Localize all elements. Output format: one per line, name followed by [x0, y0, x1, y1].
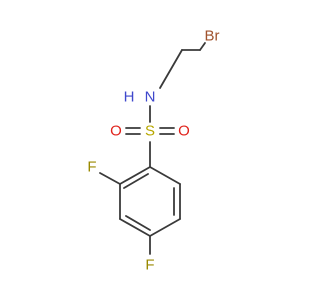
- oxygen-right-label: O: [178, 123, 190, 140]
- ring-bond-1-2: [119, 166, 151, 185]
- ring-bond-4-5: [149, 218, 181, 237]
- molecule-structure-diagram: Br H N S O O F F: [87, 28, 220, 274]
- ring-bond-1-2-inner: [123, 173, 149, 189]
- ring-bond-3-4: [119, 218, 151, 237]
- ring-bond-6-1: [149, 166, 181, 185]
- sulfur-label: S: [145, 123, 155, 140]
- hydrogen-label: H: [124, 89, 135, 106]
- nitrogen-label: N: [145, 89, 156, 106]
- bond-c2-n-main: [159, 49, 183, 89]
- bond-c-f-ortho: [99, 172, 121, 185]
- fluorine-para-label: F: [145, 257, 154, 274]
- bond-br-c1: [199, 42, 206, 51]
- bromine-label: Br: [205, 28, 220, 45]
- ring-bond-3-4-inner: [125, 215, 151, 231]
- fluorine-ortho-label: F: [87, 159, 96, 176]
- oxygen-left-label: O: [110, 123, 122, 140]
